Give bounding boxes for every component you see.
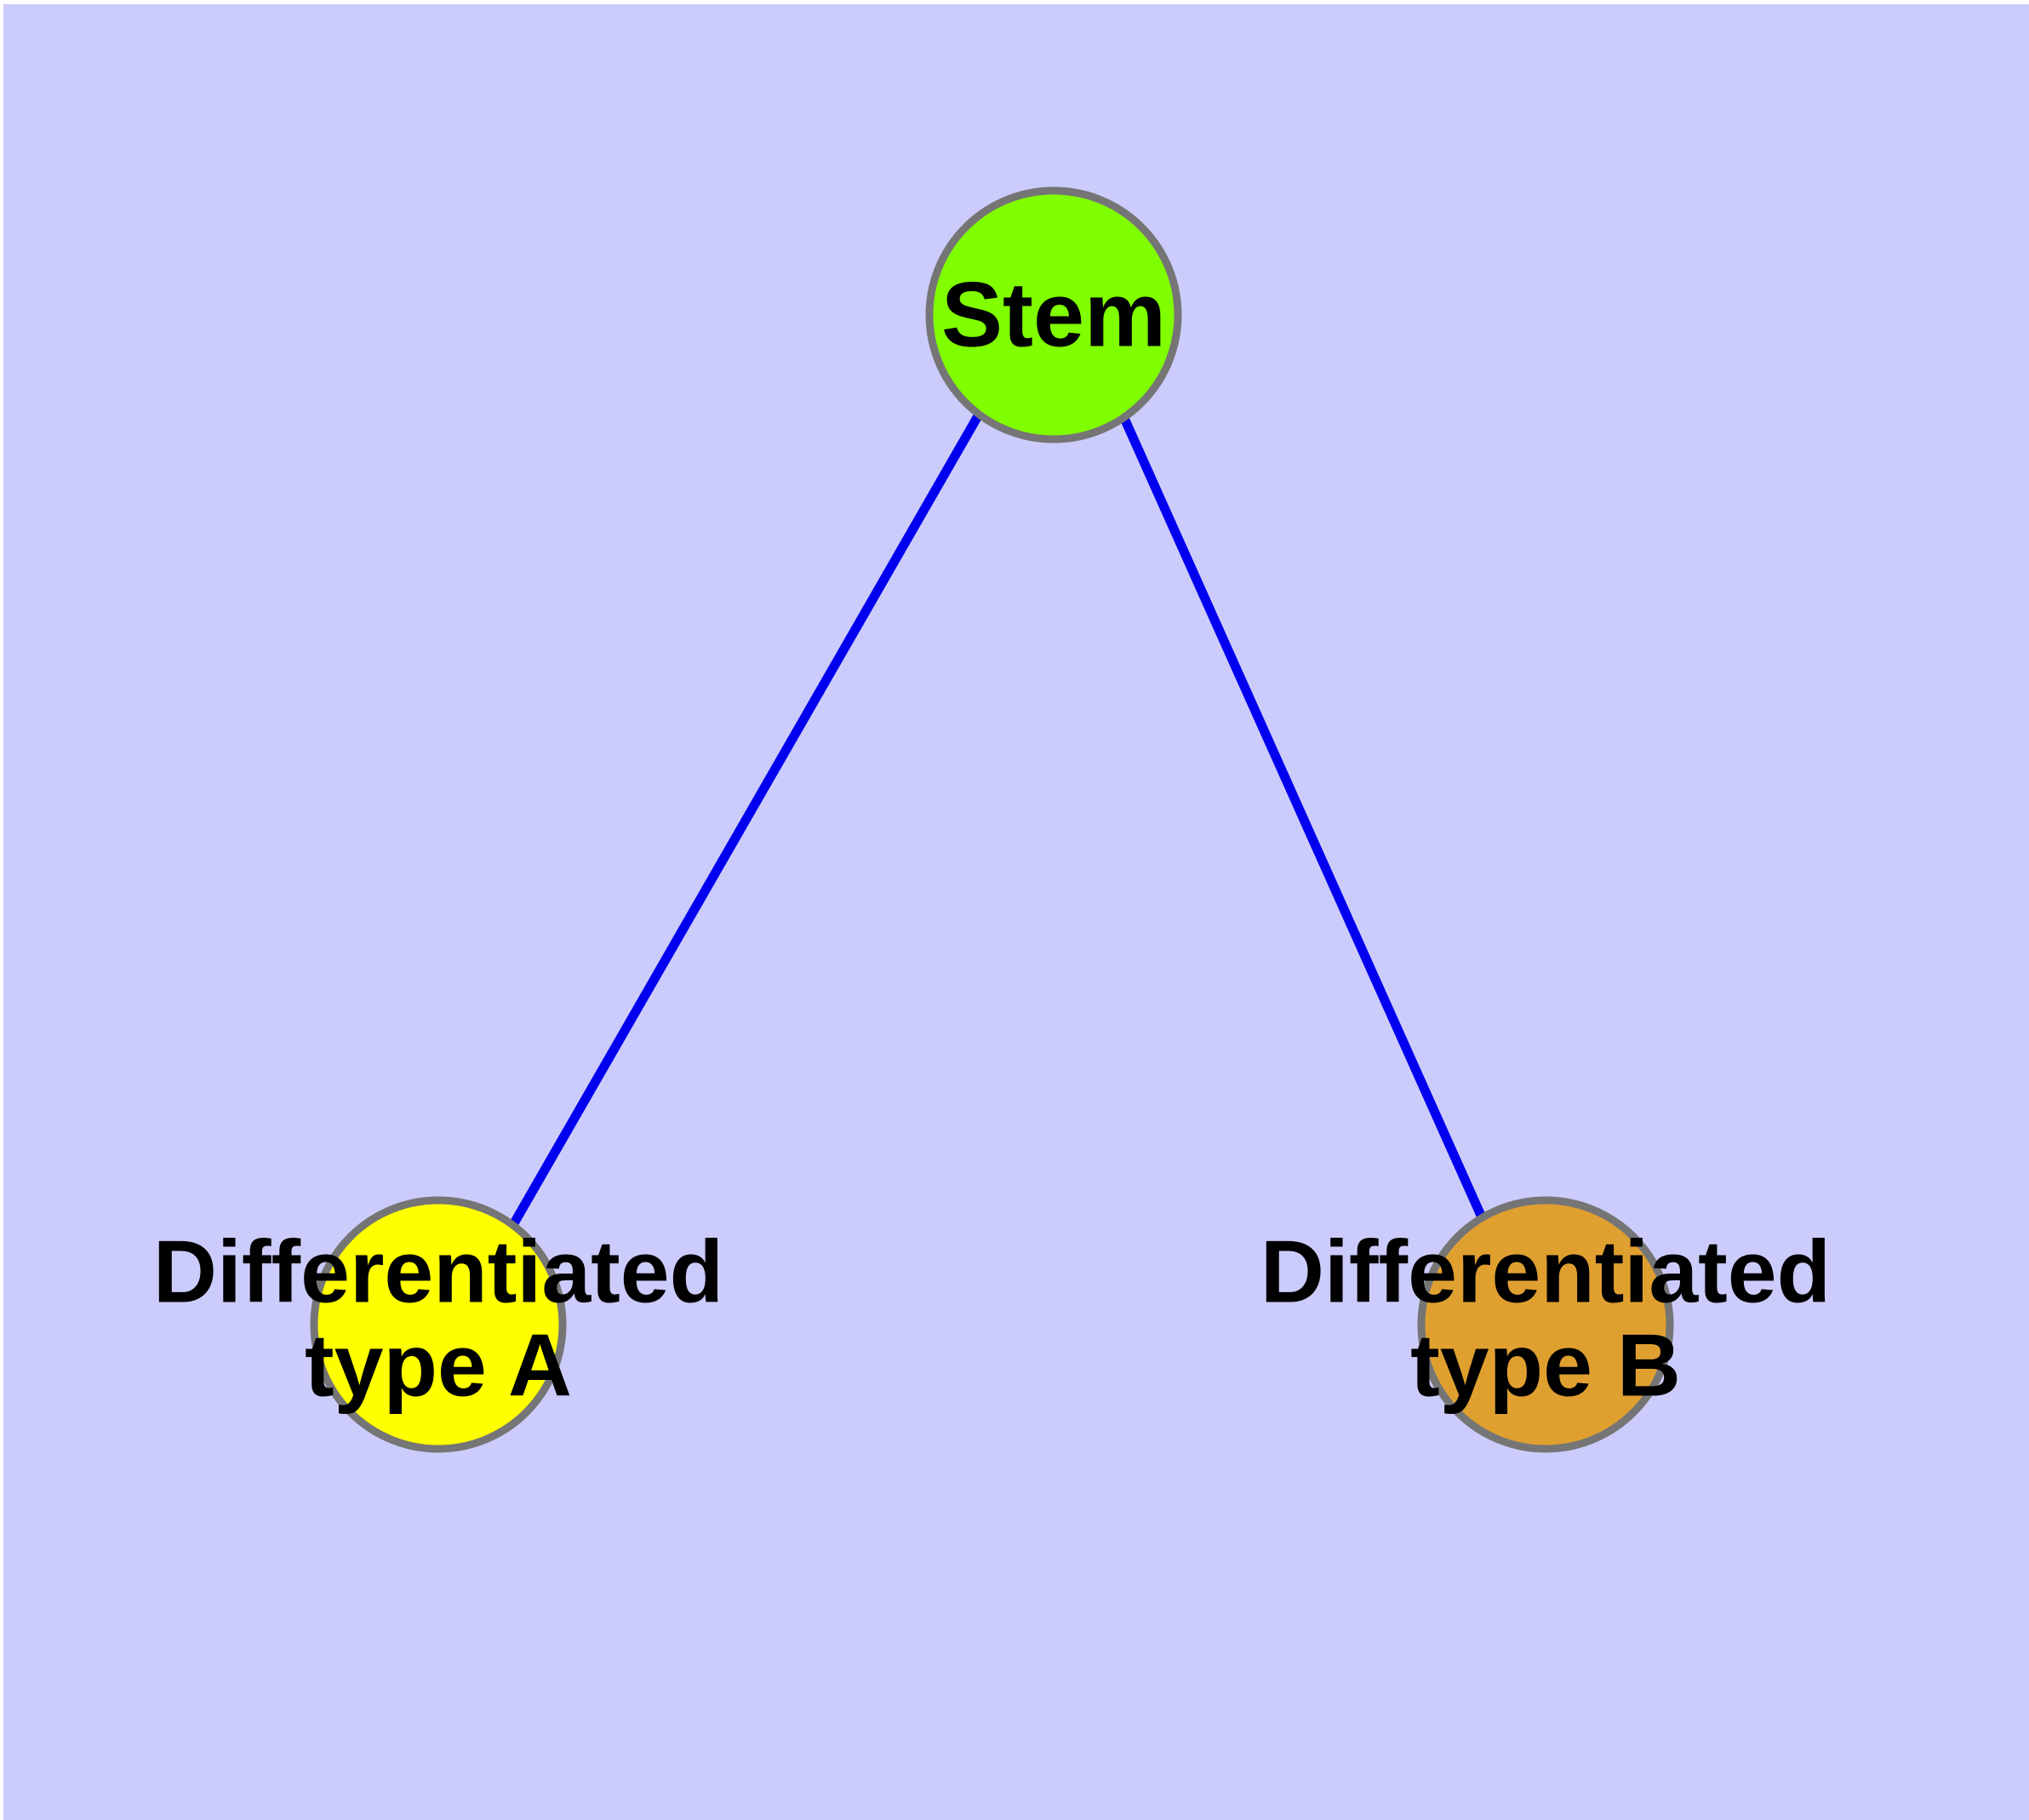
node-stem-circle[interactable] xyxy=(925,186,1182,444)
node-differentiated-type-a-label-line1: Differentiated xyxy=(153,1222,723,1321)
node-differentiated-type-a-circle[interactable] xyxy=(310,1196,567,1453)
node-stem[interactable]: Stem xyxy=(925,186,1182,444)
edge-stem-to-differentiated-type-a[interactable] xyxy=(510,412,983,1226)
node-differentiated-type-a[interactable]: Differentiated type A xyxy=(153,1196,723,1453)
node-differentiated-type-b-label-line1: Differentiated xyxy=(1260,1222,1831,1321)
node-differentiated-type-b[interactable]: Differentiated type B xyxy=(1260,1196,1831,1453)
node-differentiated-type-b-circle[interactable] xyxy=(1417,1196,1674,1453)
node-differentiated-type-b-label-line2: type B xyxy=(1410,1316,1681,1415)
edge-group xyxy=(510,412,1487,1226)
node-stem-label: Stem xyxy=(941,263,1166,366)
edge-stem-to-differentiated-type-b[interactable] xyxy=(1118,414,1487,1220)
node-differentiated-type-a-label-line2: type A xyxy=(305,1316,572,1415)
